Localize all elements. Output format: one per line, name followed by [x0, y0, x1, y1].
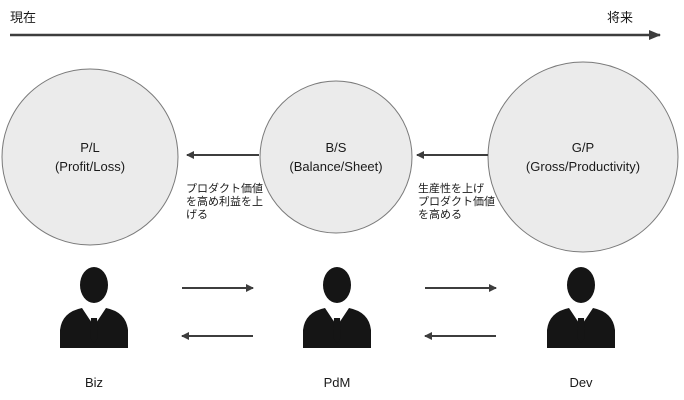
pdm-label: PdM [323, 375, 351, 390]
bs-note-line: を高める [418, 209, 462, 221]
bs-note-line: プロダクト価値 [418, 196, 495, 208]
gp-circle [487, 61, 679, 253]
bs-full: (Balance/Sheet) [289, 159, 383, 174]
gp-circle-text: G/P (Gross/Productivity) [508, 138, 658, 176]
gp-abbr: G/P [571, 140, 595, 155]
timeline-end-label: 将来 [607, 10, 634, 25]
bs-note: 生産性を上げ プロダクト価値 を高める [418, 183, 495, 222]
dev-person-icon [547, 267, 615, 348]
pl-note-line: げる [186, 209, 208, 221]
pl-circle [1, 68, 179, 246]
biz-label: Biz [84, 375, 104, 390]
pl-full: (Profit/Loss) [54, 159, 126, 174]
dev-label: Dev [569, 375, 593, 390]
bs-abbr: B/S [325, 140, 347, 155]
timeline-start-label: 現在 [10, 10, 37, 25]
bs-circle [259, 80, 413, 234]
bs-note-line: 生産性を上げ [418, 183, 484, 195]
pl-note-line: を高め利益を上 [186, 196, 263, 208]
pl-circle-text: P/L (Profit/Loss) [20, 138, 160, 176]
gp-full: (Gross/Productivity) [525, 159, 641, 174]
biz-person-icon [60, 267, 128, 348]
pl-note-line: プロダクト価値 [186, 183, 263, 195]
pdm-person-icon [303, 267, 371, 348]
bs-circle-text: B/S (Balance/Sheet) [266, 138, 406, 176]
pl-abbr: P/L [80, 140, 100, 155]
pl-note: プロダクト価値 を高め利益を上 げる [186, 183, 263, 222]
